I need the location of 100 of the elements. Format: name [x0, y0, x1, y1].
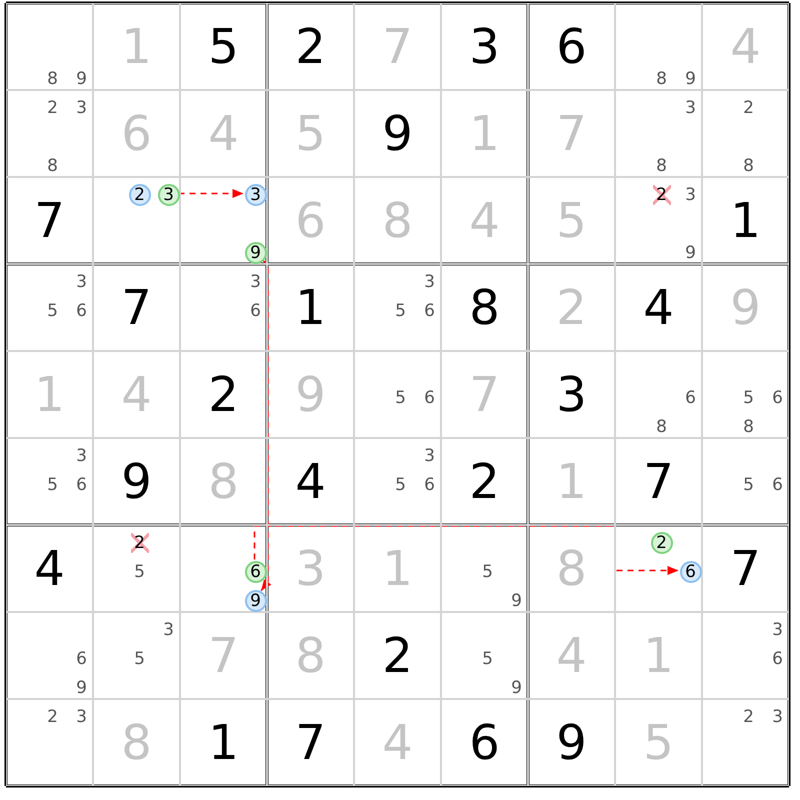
solved-digit: 1 — [642, 626, 675, 686]
solved-digit: 5 — [642, 714, 675, 772]
candidate-digit: 3 — [75, 446, 88, 466]
candidate-digit: 9 — [684, 68, 697, 88]
eliminated-candidate: 2 — [652, 184, 670, 204]
grid-cell — [6, 3, 93, 90]
grid-cell — [6, 525, 93, 612]
grid-cell — [528, 612, 615, 699]
candidate-digit: 6 — [771, 648, 784, 668]
grid-cell — [702, 699, 789, 786]
solved-digit: 1 — [120, 18, 153, 76]
candidate-digit: 6 — [75, 474, 88, 494]
grid-cell — [93, 3, 180, 90]
candidate-digit: 2 — [742, 98, 755, 118]
grid-cell — [180, 699, 267, 786]
grid-cell — [528, 3, 615, 90]
solved-digit: 4 — [381, 714, 414, 772]
grid-cell — [615, 438, 702, 525]
grid-cell — [354, 699, 441, 786]
solved-digit: 4 — [729, 18, 762, 76]
grid-cell — [528, 438, 615, 525]
solved-digit: 2 — [555, 278, 588, 338]
grid-cell — [93, 351, 180, 438]
circled-candidate: 3 — [158, 184, 180, 206]
grid-cell — [180, 438, 267, 525]
candidate-digit: 3 — [423, 446, 436, 466]
grid-cell — [615, 264, 702, 351]
arrow — [178, 189, 244, 198]
candidate-digit: 9 — [684, 242, 697, 262]
grid-cell — [528, 90, 615, 177]
candidate-digit: 5 — [481, 648, 494, 668]
candidate-digit: 9 — [75, 68, 88, 88]
candidate-digit: 8 — [655, 68, 668, 88]
grid-cell — [702, 3, 789, 90]
solved-digit: 7 — [555, 104, 588, 164]
candidate-digit: 6 — [423, 300, 436, 320]
candidate-digit: 3 — [162, 620, 175, 640]
grid-cell — [441, 351, 528, 438]
given-digit: 2 — [294, 18, 327, 76]
grid-cell — [180, 612, 267, 699]
circled-candidate: 2 — [650, 532, 672, 554]
grid-cell — [93, 90, 180, 177]
candidate-digit: 5 — [46, 300, 59, 320]
grid-cell — [702, 264, 789, 351]
grid-cell — [441, 90, 528, 177]
grid-cell — [354, 612, 441, 699]
grid-cell — [528, 264, 615, 351]
solved-digit: 4 — [555, 626, 588, 686]
solved-digit: 8 — [294, 626, 327, 686]
solved-digit: 1 — [33, 366, 66, 424]
candidate-digit: 5 — [133, 648, 146, 668]
candidate-digit: 2 — [46, 706, 59, 726]
grid-cell — [180, 264, 267, 351]
grid-cell — [441, 525, 528, 612]
given-digit: 5 — [207, 18, 240, 76]
given-digit: 2 — [207, 366, 240, 424]
grid-cell — [6, 699, 93, 786]
given-digit: 9 — [555, 714, 588, 772]
grid-cell — [93, 612, 180, 699]
grid-cell — [267, 351, 354, 438]
given-digit: 7 — [294, 714, 327, 772]
candidate-digit: 6 — [771, 388, 784, 408]
solved-digit: 9 — [729, 278, 762, 338]
grid-cell — [354, 264, 441, 351]
grid-cell — [354, 3, 441, 90]
grid-cell — [702, 177, 789, 264]
candidate-digit: 6 — [249, 300, 262, 320]
candidate-digit: 8 — [742, 156, 755, 176]
given-digit: 1 — [294, 278, 327, 338]
grid-cell — [93, 699, 180, 786]
grid-cell — [702, 612, 789, 699]
grid-cell — [528, 177, 615, 264]
solved-digit: 7 — [381, 18, 414, 76]
grid-cell — [267, 264, 354, 351]
grid-cell — [267, 177, 354, 264]
grid-cell — [615, 612, 702, 699]
candidate-digit: 6 — [75, 648, 88, 668]
solved-digit: 7 — [468, 366, 501, 424]
given-digit: 9 — [381, 104, 414, 164]
grid-cell — [615, 177, 702, 264]
given-digit: 9 — [120, 452, 153, 512]
grid-cell — [441, 264, 528, 351]
given-digit: 2 — [381, 626, 414, 686]
grid-cell — [180, 351, 267, 438]
grid-cell — [180, 525, 267, 612]
grid-cell — [93, 438, 180, 525]
grid-cell — [702, 90, 789, 177]
solved-digit: 5 — [555, 192, 588, 250]
candidate-digit: 8 — [655, 156, 668, 176]
candidate-digit: 3 — [684, 184, 697, 204]
grid-cell — [354, 525, 441, 612]
given-digit: 2 — [468, 452, 501, 512]
grid-cell — [615, 699, 702, 786]
solved-digit: 8 — [555, 540, 588, 598]
candidate-digit: 5 — [481, 562, 494, 582]
candidate-digit: 2 — [742, 706, 755, 726]
given-digit: 7 — [729, 540, 762, 598]
candidate-digit: 8 — [655, 416, 668, 436]
candidate-digit: 6 — [771, 474, 784, 494]
candidate-digit: 6 — [75, 300, 88, 320]
